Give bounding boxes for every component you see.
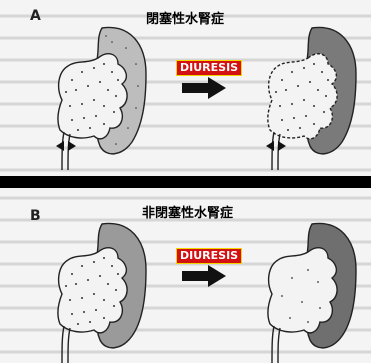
panel-b-letter: B (30, 208, 41, 224)
obstruction-marker-icon (266, 141, 286, 151)
kidney-b-before (42, 218, 152, 363)
obstruction-marker-icon (56, 141, 76, 151)
right-arrow-icon (180, 264, 228, 288)
panel-b-title: 非閉塞性水腎症 (142, 202, 233, 221)
kidney-a-after (252, 20, 362, 170)
panel-divider (0, 176, 371, 188)
panel-a-title: 閉塞性水腎症 (146, 8, 224, 27)
diuresis-label-b: DIURESIS (176, 248, 242, 264)
diuresis-label-a: DIURESIS (176, 60, 242, 76)
panel-a-letter: A (30, 8, 41, 24)
panel-a-obstructive: A 閉塞性水腎症 DIURESIS (0, 0, 371, 176)
kidney-a-before (42, 20, 152, 170)
right-arrow-icon (180, 76, 228, 100)
kidney-b-after (252, 218, 362, 363)
panel-b-nonobstructive: B 非閉塞性水腎症 DIURESIS (0, 188, 371, 363)
